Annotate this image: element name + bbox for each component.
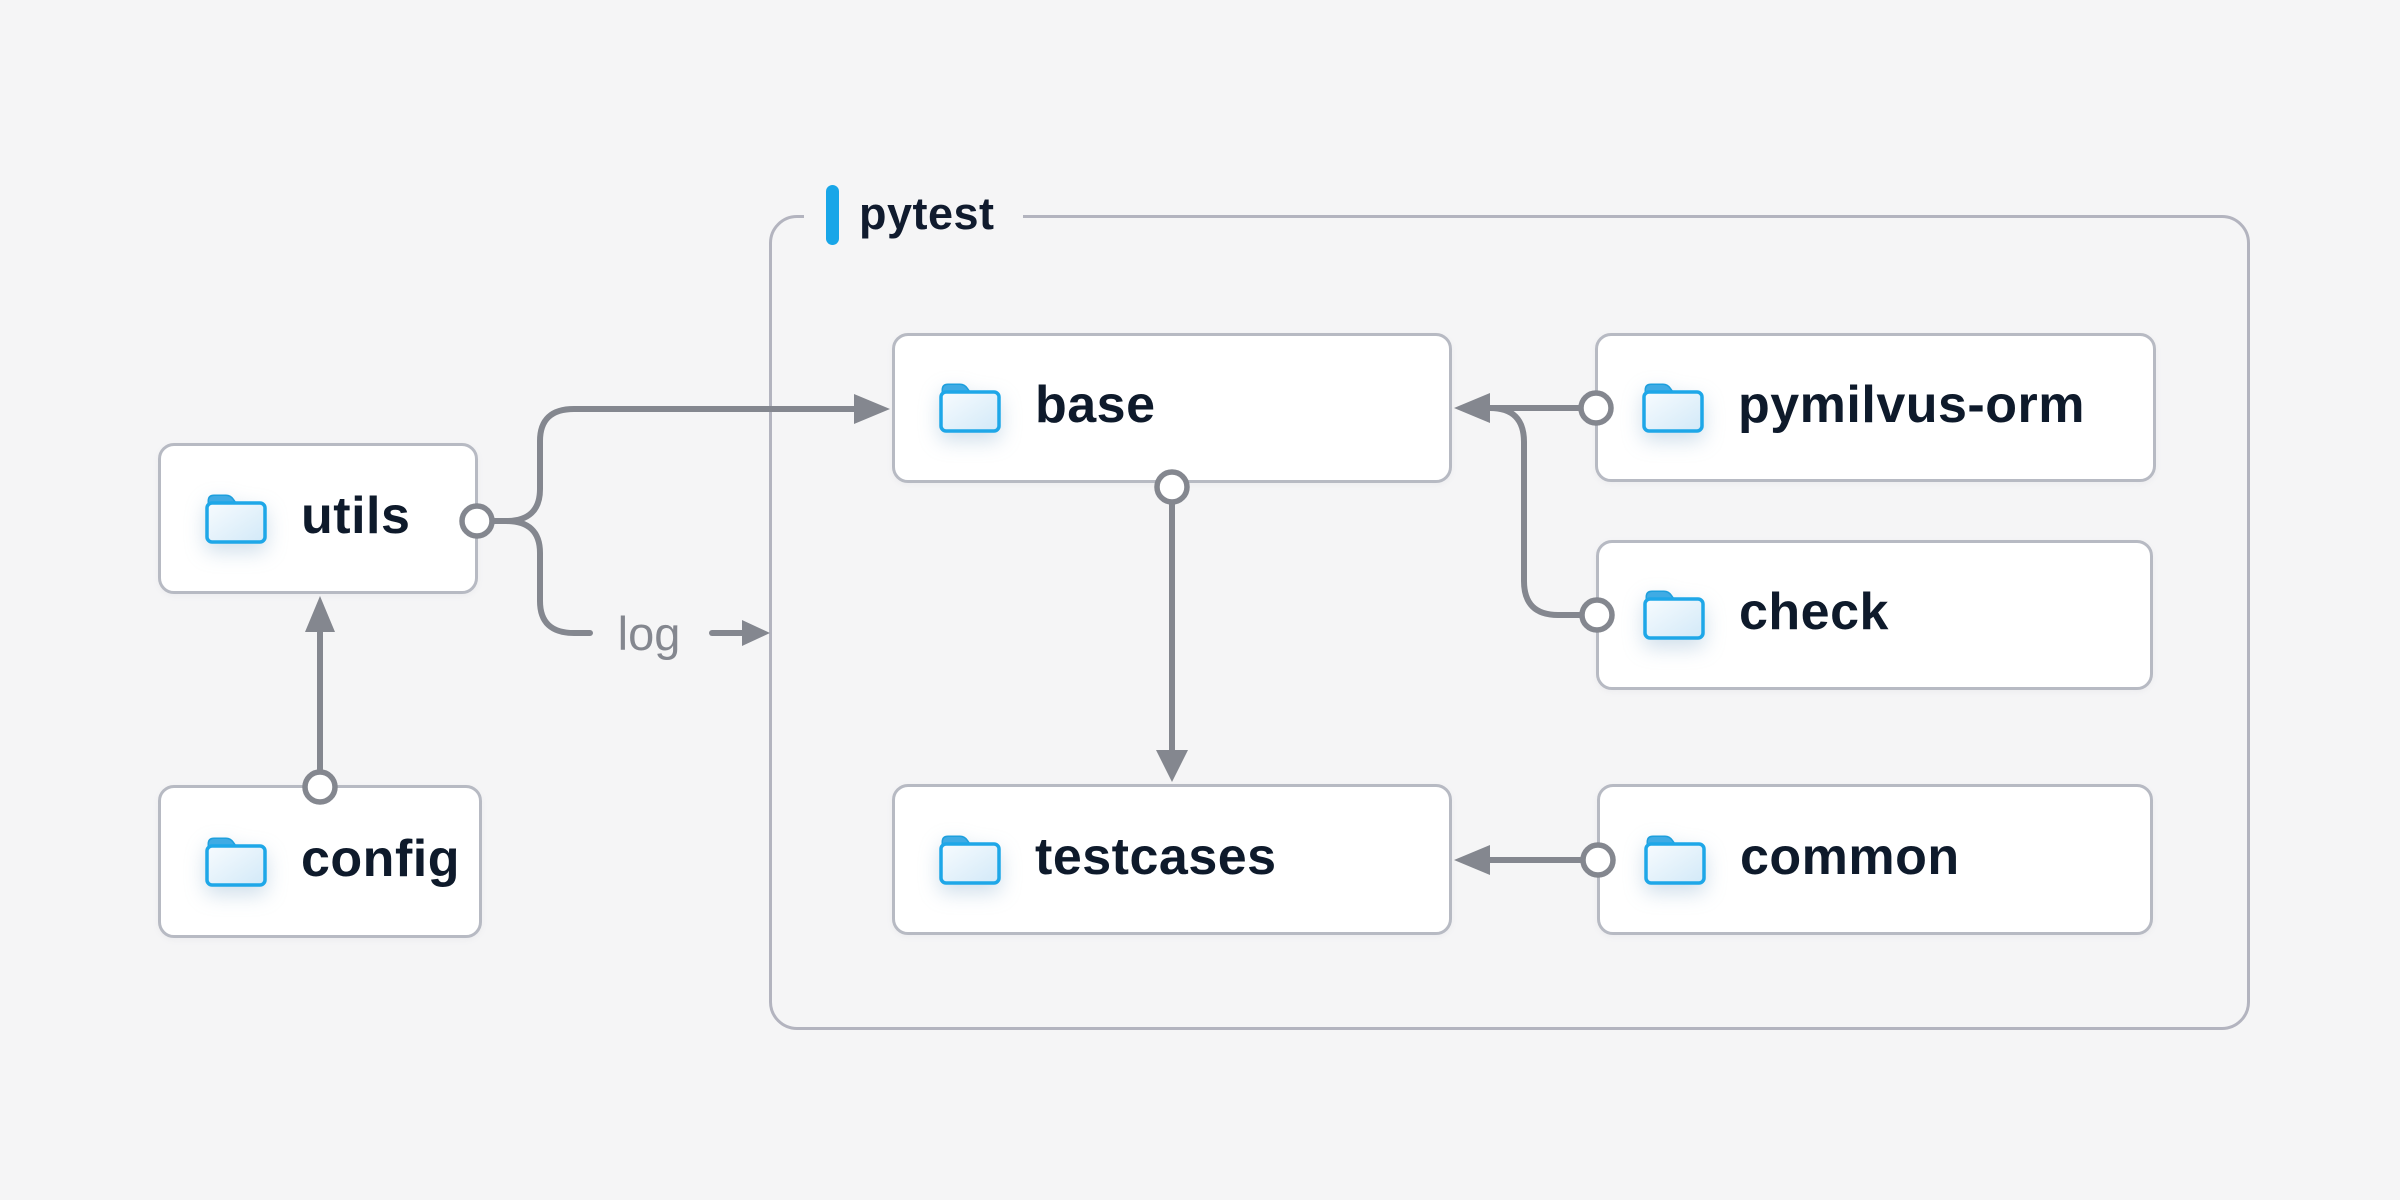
- node-label: utils: [301, 486, 411, 545]
- node-label: common: [1740, 827, 1960, 886]
- log-edge-label: log: [617, 606, 681, 660]
- folder-icon: [1640, 381, 1706, 435]
- accent-bar-icon: [826, 185, 839, 245]
- node-config: config: [158, 785, 482, 938]
- node-utils: utils: [158, 443, 478, 594]
- folder-icon: [1642, 833, 1708, 887]
- node-check: check: [1596, 540, 2153, 690]
- arrowhead-small-right-icon: [742, 620, 770, 646]
- node-label: check: [1739, 583, 1889, 641]
- node-testcases: testcases: [892, 784, 1452, 935]
- arrowhead-up-icon: [305, 596, 335, 632]
- node-pymilvus-orm: pymilvus-orm: [1595, 333, 2156, 482]
- folder-icon: [937, 833, 1003, 887]
- pytest-group-label: pytest: [804, 183, 1023, 247]
- node-label: config: [301, 829, 460, 888]
- pytest-group-label-text: pytest: [859, 187, 995, 239]
- folder-icon: [203, 492, 269, 546]
- folder-icon: [203, 835, 269, 889]
- folder-icon: [1641, 588, 1707, 642]
- node-common: common: [1597, 784, 2153, 935]
- pytest-group-container: [769, 215, 2250, 1030]
- node-label: pymilvus-orm: [1738, 375, 2085, 434]
- folder-icon: [937, 381, 1003, 435]
- node-label: testcases: [1035, 827, 1277, 886]
- edge-utils-log: [489, 518, 593, 636]
- node-base: base: [892, 333, 1452, 483]
- node-label: base: [1035, 376, 1156, 434]
